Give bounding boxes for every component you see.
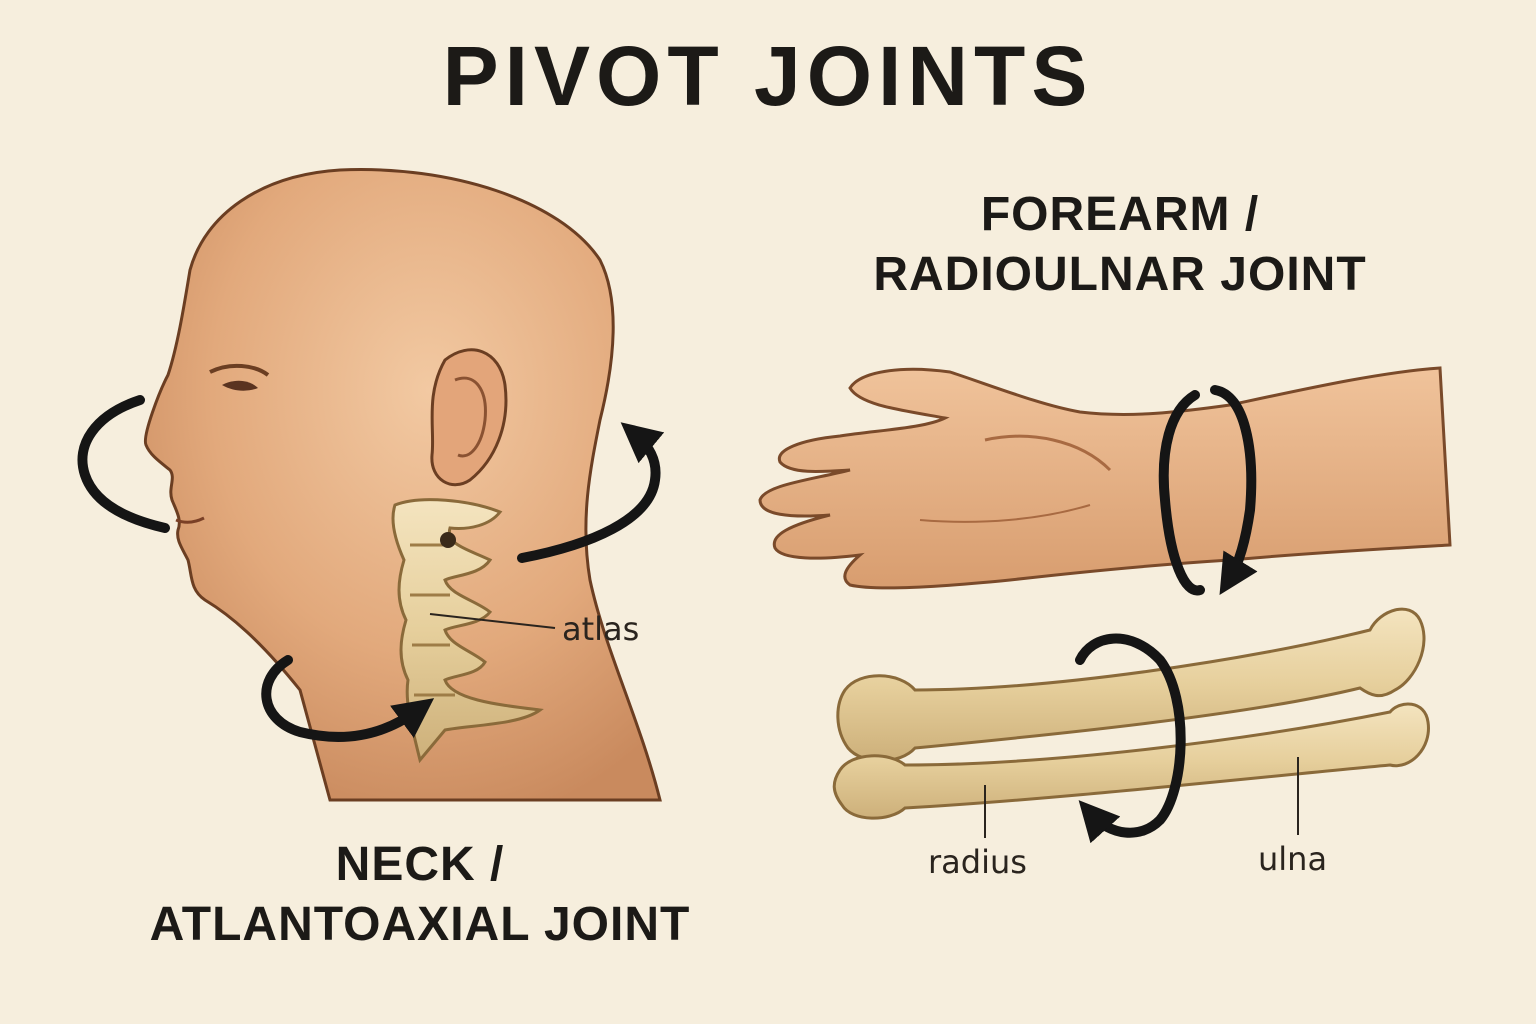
atlas-label: atlas [562,610,640,648]
neck-heading-line1: NECK / [335,838,505,891]
cervical-spine [391,498,544,764]
radius-ulna-bones [832,607,1430,820]
atlas-pointer-line [429,613,556,629]
forearm-rotation-arrow [1158,385,1251,590]
radius-label: radius [928,843,1027,881]
neck-heading: NECK / ATLANTOAXIAL JOINT [110,835,730,955]
neck-rotation-arrow-right [517,422,665,563]
ulna-label: ulna [1258,840,1328,878]
forearm-heading-line2: RADIOULNAR JOINT [873,248,1367,301]
page-title: PIVOT JOINTS [442,29,1094,123]
neck-rotation-arrow-top-left [77,395,170,533]
head-profile [143,168,662,802]
forearm-heading-line1: FOREARM / [980,188,1260,241]
bone-rotation-arrow [1075,633,1186,844]
neck-heading-line2: ATLANTOAXIAL JOINT [149,898,691,951]
neck-rotation-arrow-bottom [261,655,435,742]
forearm-heading: FOREARM / RADIOULNAR JOINT [820,185,1420,305]
hand-forearm [758,366,1452,590]
